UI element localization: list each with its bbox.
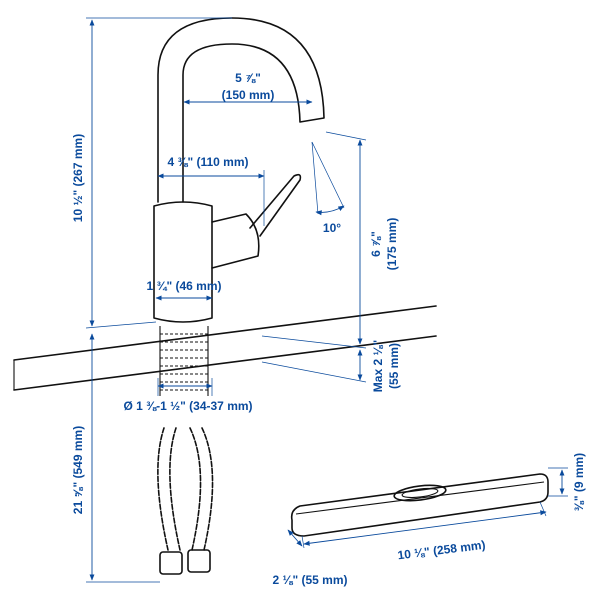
spout-reach-label: 5 ⅞"	[235, 71, 261, 85]
plate-length-label: 10 ⅛" (258 mm)	[397, 538, 486, 563]
cover-plate	[290, 473, 549, 537]
spout-reach-mm-label: (150 mm)	[222, 88, 275, 102]
faucet-lever	[249, 173, 302, 237]
faucet-spout	[157, 17, 325, 203]
hose-length-label: 21 ⅝" (549 mm)	[71, 426, 85, 514]
dimension-lines	[85, 17, 568, 583]
faucet-body	[153, 201, 213, 323]
spout-height-mm-label: (175 mm)	[385, 218, 399, 271]
countertop	[13, 305, 437, 391]
spout-angle-label: 10°	[323, 221, 341, 235]
hole-diameter-label: Ø 1 ⅜-1 ½" (34-37 mm)	[123, 399, 252, 413]
max-thickness-mm-label: (55 mm)	[387, 343, 401, 389]
handle-width-label: 4 ⅜" (110 mm)	[167, 155, 248, 169]
water-hoses	[157, 427, 214, 575]
max-thickness-label: Max 2 ⅛"	[371, 340, 385, 392]
faucet	[153, 17, 325, 575]
plate-depth-label: 2 ⅛" (55 mm)	[272, 573, 347, 587]
base-diameter-label: 1 ¾" (46 mm)	[146, 279, 221, 293]
plate-thickness-label: ⅜" (9 mm)	[572, 453, 586, 511]
total-height-label: 10 ½" (267 mm)	[71, 134, 85, 222]
faucet-handle-base	[211, 213, 260, 269]
spout-height-label: 6 ⅞"	[369, 231, 383, 257]
